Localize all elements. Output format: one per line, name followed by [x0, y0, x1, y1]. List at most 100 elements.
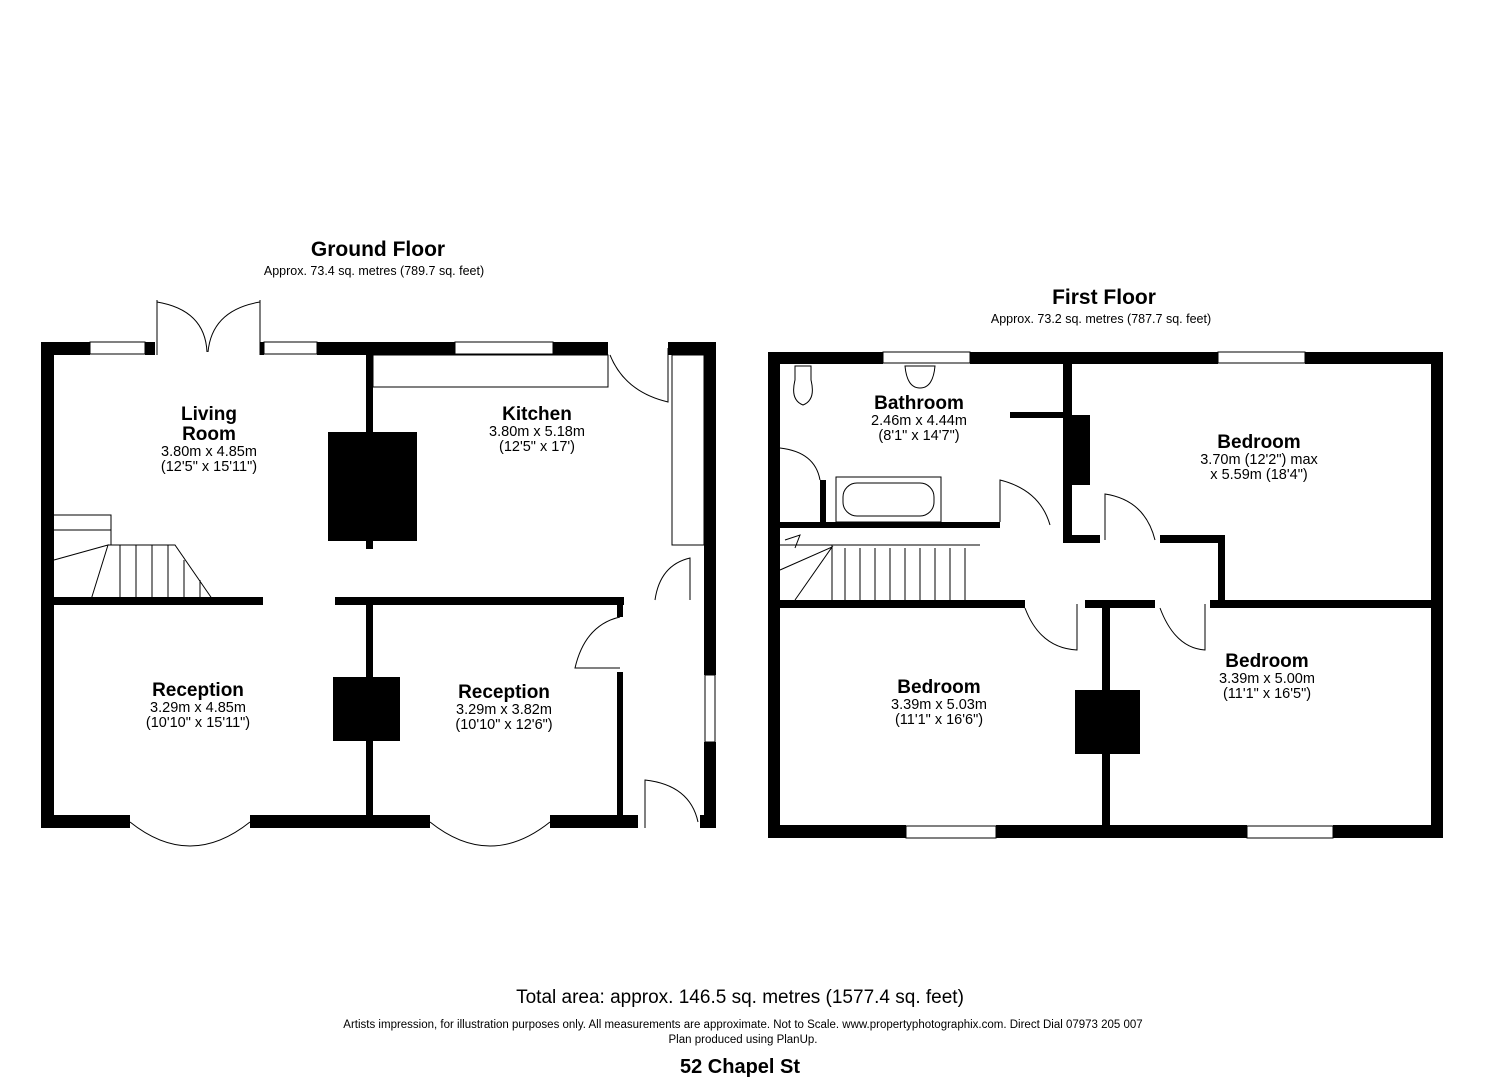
room-dimensions-imperial: (11'1" x 16'6") [894, 712, 984, 729]
room-dimensions-imperial: (12'5" x 15'11") [160, 459, 258, 476]
window [1217, 351, 1306, 364]
room-name: Bedroom [1225, 651, 1309, 672]
room-label-bedroom-2: Bedroom 3.39m x 5.03m (11'1" x 16'6") [891, 678, 987, 728]
chimney-breast [1075, 690, 1140, 754]
door [779, 447, 821, 481]
room-dimensions-metric: 3.39m x 5.00m [1219, 670, 1315, 687]
bay-window [129, 821, 251, 847]
wall [550, 815, 638, 828]
wall [820, 480, 826, 528]
wall [617, 605, 623, 617]
wall [704, 342, 716, 675]
room-dimensions-imperial: (10'10" x 15'11") [145, 715, 251, 732]
wall [617, 672, 623, 815]
door [609, 348, 669, 403]
wall [780, 522, 820, 528]
wall [768, 352, 883, 364]
door [574, 616, 621, 669]
kitchen-counter [671, 354, 705, 546]
ground-floor-plan [41, 300, 716, 847]
door [1159, 604, 1206, 651]
room-name: Bathroom [874, 393, 964, 414]
disclaimer: Artists impression, for illustration pur… [343, 1019, 1143, 1031]
room-dimensions-metric: 2.46m x 4.44m [871, 412, 967, 429]
sink-icon [904, 365, 936, 389]
wall [704, 742, 716, 828]
room-label-kitchen: Kitchen 3.80m x 5.18m (12'5" x 17') [489, 405, 585, 455]
wall [970, 352, 1218, 364]
wall [260, 342, 264, 355]
wall [1210, 600, 1443, 608]
wall [1085, 600, 1155, 608]
window [89, 341, 146, 355]
wall [1305, 352, 1443, 364]
wall [54, 597, 263, 605]
room-label-bedroom-1: Bedroom 3.70m (12'2") max x 5.59m (18'4"… [1200, 433, 1318, 483]
bathtub [835, 476, 942, 523]
room-label-living-room: Living Room 3.80m x 4.85m (12'5" x 15'11… [161, 405, 257, 475]
room-dimensions-imperial: (8'1" x 14'7") [878, 428, 960, 445]
chimney-breast [333, 677, 400, 741]
room-name: Bedroom [897, 677, 981, 698]
wall [145, 342, 155, 355]
toilet-icon [793, 365, 813, 406]
room-dimensions-metric: 3.39m x 5.03m [891, 696, 987, 713]
room-dimensions-imperial: x 5.59m (18'4") [1210, 467, 1308, 484]
wall [1063, 535, 1100, 543]
wall [700, 815, 716, 828]
bath-basin [842, 482, 935, 517]
wall [826, 522, 1000, 528]
room-name: Living Room [181, 404, 237, 445]
wall [1431, 352, 1443, 838]
room-dimensions-imperial: (11'1" x 16'5") [1222, 686, 1312, 703]
wall [768, 352, 780, 838]
wall [317, 342, 455, 355]
room-name: Bedroom [1217, 432, 1301, 453]
first-floor-plan [768, 351, 1443, 839]
produced-by: Plan produced using PlanUp. [668, 1034, 818, 1046]
wall [768, 825, 906, 838]
room-dimensions-metric: 3.29m x 3.82m [456, 701, 552, 718]
window [882, 351, 971, 364]
wall [1160, 535, 1225, 543]
room-label-bathroom: Bathroom 2.46m x 4.44m (8'1" x 14'7") [871, 394, 967, 444]
bay-window [429, 821, 551, 847]
french-doors [156, 300, 261, 355]
chimney-breast [1072, 415, 1090, 485]
staircase [53, 514, 216, 604]
room-label-reception-1: Reception 3.29m x 4.85m (10'10" x 15'11"… [146, 681, 250, 731]
ground-floor-area: Approx. 73.4 sq. metres (789.7 sq. feet) [263, 264, 485, 278]
wall [1333, 825, 1443, 838]
wall [1218, 535, 1225, 600]
wall [553, 342, 608, 355]
room-label-bedroom-3: Bedroom 3.39m x 5.00m (11'1" x 16'5") [1219, 652, 1315, 702]
room-dimensions-metric: 3.70m (12'2") max [1200, 451, 1318, 468]
window [454, 341, 554, 355]
room-label-reception-2: Reception 3.29m x 3.82m (10'10" x 12'6") [455, 683, 552, 733]
room-dimensions-metric: 3.80m x 5.18m [489, 423, 585, 440]
room-dimensions-metric: 3.29m x 4.85m [150, 699, 246, 716]
window [704, 674, 716, 743]
wall [1063, 364, 1072, 540]
window [905, 825, 997, 839]
window [263, 341, 318, 355]
window [1246, 825, 1334, 839]
chimney-breast [328, 432, 417, 541]
room-dimensions-metric: 3.80m x 4.85m [161, 443, 257, 460]
wall [1010, 412, 1063, 418]
door [654, 557, 691, 601]
room-dimensions-imperial: (10'10" x 12'6") [455, 717, 553, 734]
staircase [779, 534, 980, 601]
door [1104, 493, 1156, 541]
room-name: Kitchen [502, 404, 572, 425]
wall [41, 342, 54, 828]
room-name: Reception [152, 680, 244, 701]
wall [780, 600, 1025, 608]
wall [41, 815, 130, 828]
property-address: 52 Chapel St [679, 1056, 801, 1078]
kitchen-counter [372, 354, 609, 388]
door [999, 479, 1051, 526]
first-floor-area: Approx. 73.2 sq. metres (787.7 sq. feet) [990, 312, 1212, 326]
room-name: Reception [458, 682, 550, 703]
wall [41, 342, 90, 355]
